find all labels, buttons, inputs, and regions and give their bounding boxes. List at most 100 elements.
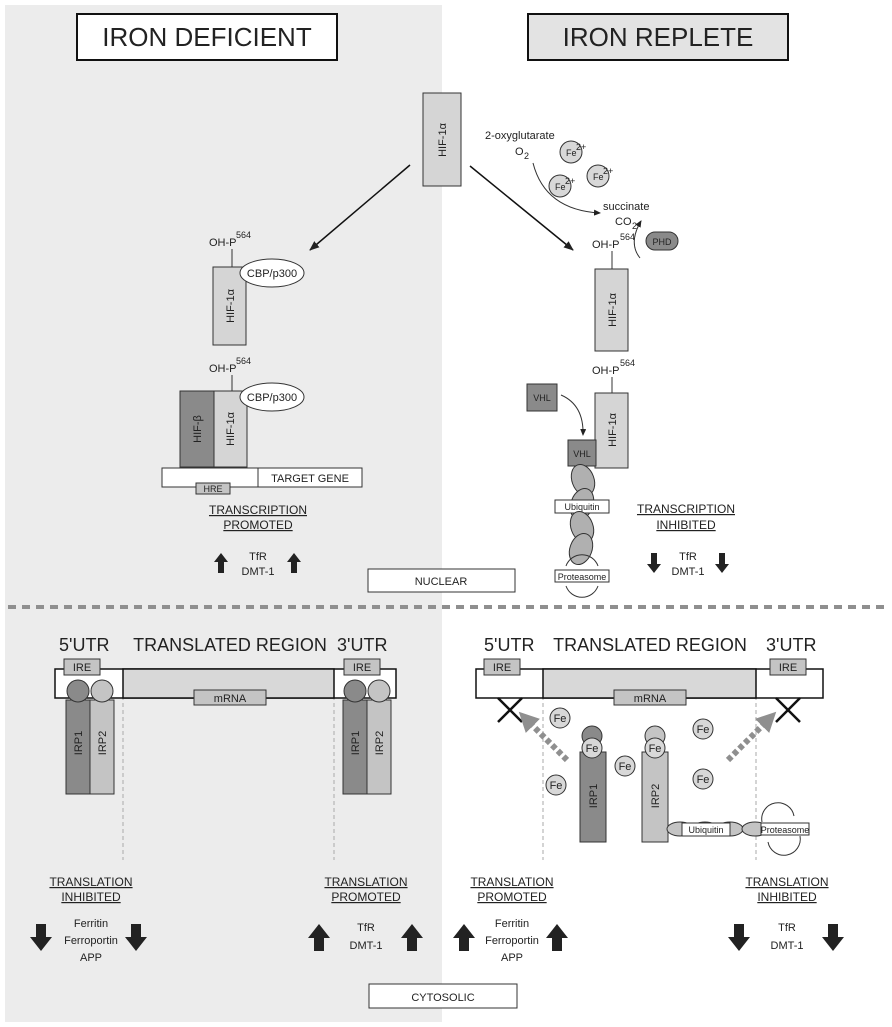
svg-text:TARGET GENE: TARGET GENE <box>271 473 349 485</box>
svg-text:Ferroportin: Ferroportin <box>485 935 539 947</box>
svg-text:TfR: TfR <box>679 551 697 563</box>
svg-text:Ubiquitin: Ubiquitin <box>688 825 723 835</box>
svg-text:IRP1: IRP1 <box>588 784 600 808</box>
arrow-up-icon <box>308 924 330 951</box>
svg-text:CYTOSOLIC: CYTOSOLIC <box>411 992 474 1004</box>
hif1a-deficient: OH-P 564 HIF-1α CBP/p300 <box>209 230 305 346</box>
svg-text:Fe: Fe <box>554 713 567 725</box>
arrow-up-icon <box>546 924 568 951</box>
svg-text:PROMOTED: PROMOTED <box>223 518 293 532</box>
translation-promoted-left: TRANSLATION PROMOTED TfR DMT-1 <box>308 875 423 952</box>
svg-text:PROMOTED: PROMOTED <box>331 890 401 904</box>
svg-text:PHD: PHD <box>652 237 672 247</box>
translation-inhibited-right: TRANSLATION INHIBITED TfR DMT-1 <box>728 875 844 952</box>
svg-text:2-oxyglutarate: 2-oxyglutarate <box>485 130 555 142</box>
svg-text:succinate: succinate <box>603 201 649 213</box>
arrow-down-icon <box>822 924 844 951</box>
dna-strand: TARGET GENE HRE <box>161 467 363 495</box>
nuclear-label: NUCLEAR <box>367 568 516 593</box>
svg-text:5'UTR: 5'UTR <box>59 635 109 655</box>
svg-text:IRP2: IRP2 <box>650 784 662 808</box>
iron-replete-panel <box>442 5 887 1022</box>
mrna-replete: 5'UTR TRANSLATED REGION 3'UTR IRE IRE mR… <box>475 635 824 860</box>
svg-text:IRON REPLETE: IRON REPLETE <box>563 22 754 52</box>
svg-text:IRP1: IRP1 <box>350 731 362 755</box>
svg-text:INHIBITED: INHIBITED <box>757 890 817 904</box>
svg-text:OH-P: OH-P <box>209 363 237 375</box>
svg-text:5'UTR: 5'UTR <box>484 635 534 655</box>
svg-text:3'UTR: 3'UTR <box>337 635 387 655</box>
svg-text:CBP/p300: CBP/p300 <box>247 392 297 404</box>
svg-text:VHL: VHL <box>533 393 551 403</box>
svg-text:mRNA: mRNA <box>634 693 667 705</box>
iron-deficient-header: IRON DEFICIENT <box>76 13 338 61</box>
svg-text:PROMOTED: PROMOTED <box>477 890 547 904</box>
svg-text:DMT-1: DMT-1 <box>771 940 804 952</box>
hydroxylation-reaction: 2-oxyglutarate O 2 Fe 2+ Fe 2+ Fe 2+ suc… <box>485 130 679 259</box>
svg-text:HRE: HRE <box>203 484 222 494</box>
svg-text:IRE: IRE <box>493 662 511 674</box>
svg-text:Ferritin: Ferritin <box>495 918 529 930</box>
arrow-down-icon <box>728 924 750 951</box>
svg-text:2+: 2+ <box>603 166 613 176</box>
mrna-deficient: 5'UTR TRANSLATED REGION 3'UTR IRE IRE mR… <box>54 635 397 860</box>
irp-bound-3utr: IRP1 IRP2 <box>342 679 392 795</box>
svg-text:Fe: Fe <box>550 780 563 792</box>
blocked-x-icon <box>497 697 523 723</box>
svg-text:564: 564 <box>236 356 251 366</box>
svg-text:TfR: TfR <box>357 922 375 934</box>
svg-text:APP: APP <box>501 952 523 964</box>
svg-text:HIF-1α: HIF-1α <box>225 288 237 323</box>
svg-text:IRON DEFICIENT: IRON DEFICIENT <box>102 22 312 52</box>
svg-text:HIF-1α: HIF-1α <box>607 412 619 447</box>
svg-text:TRANSLATED REGION: TRANSLATED REGION <box>133 635 327 655</box>
irp-bound-5utr: IRP1 IRP2 <box>65 679 115 795</box>
svg-text:IRP2: IRP2 <box>97 731 109 755</box>
svg-text:TRANSCRIPTION: TRANSCRIPTION <box>637 502 735 516</box>
arrow-up-icon <box>453 924 475 951</box>
svg-text:Fe: Fe <box>566 148 577 158</box>
free-fe-ions: Fe Fe Fe Fe Fe <box>545 707 714 796</box>
arrow-up-icon <box>401 924 423 951</box>
blocked-x-icon <box>775 697 801 723</box>
svg-text:Proteasome: Proteasome <box>761 825 810 835</box>
svg-text:TRANSCRIPTION: TRANSCRIPTION <box>209 503 307 517</box>
svg-text:HIF-β: HIF-β <box>192 415 204 443</box>
transcription-inhibited-label: TRANSCRIPTION INHIBITED <box>637 502 735 532</box>
svg-text:DMT-1: DMT-1 <box>672 566 705 578</box>
svg-text:HIF-1α: HIF-1α <box>607 292 619 327</box>
svg-text:O: O <box>515 146 524 158</box>
nuclear-genes-up: TfR DMT-1 <box>214 551 301 578</box>
hif1a-replete-hydroxylated: OH-P 564 HIF-1α <box>592 232 635 352</box>
svg-text:Ferroportin: Ferroportin <box>64 935 118 947</box>
svg-text:NUCLEAR: NUCLEAR <box>415 576 468 588</box>
hif1a-replete-degradation: OH-P 564 HIF-1α VHL VHL Ubiquitin Protea… <box>526 358 635 598</box>
svg-text:TfR: TfR <box>249 551 267 563</box>
svg-text:2: 2 <box>524 151 529 161</box>
iron-deficient-panel <box>5 5 442 1022</box>
cytosolic-label: CYTOSOLIC <box>368 983 518 1009</box>
arrow-up-icon <box>287 553 301 573</box>
arrow-down-icon <box>647 553 661 573</box>
svg-text:INHIBITED: INHIBITED <box>656 518 716 532</box>
arrow-to-replete <box>469 165 574 251</box>
svg-text:Fe: Fe <box>555 182 566 192</box>
svg-text:CO: CO <box>615 216 632 228</box>
svg-text:Fe: Fe <box>697 774 710 786</box>
svg-text:Ubiquitin: Ubiquitin <box>564 502 599 512</box>
svg-text:VHL: VHL <box>573 449 591 459</box>
svg-text:Proteasome: Proteasome <box>558 572 607 582</box>
svg-text:Fe: Fe <box>593 172 604 182</box>
hif1a-top: HIF-1α <box>422 92 462 187</box>
arrow-down-icon <box>125 924 147 951</box>
svg-text:TRANSLATION: TRANSLATION <box>470 875 553 889</box>
svg-text:HIF-1α: HIF-1α <box>225 411 237 446</box>
svg-text:564: 564 <box>620 358 635 368</box>
svg-text:Fe: Fe <box>619 761 632 773</box>
svg-text:DMT-1: DMT-1 <box>242 566 275 578</box>
svg-text:Fe: Fe <box>697 724 710 736</box>
svg-text:OH-P: OH-P <box>592 365 620 377</box>
svg-text:INHIBITED: INHIBITED <box>61 890 121 904</box>
svg-text:CBP/p300: CBP/p300 <box>247 268 297 280</box>
